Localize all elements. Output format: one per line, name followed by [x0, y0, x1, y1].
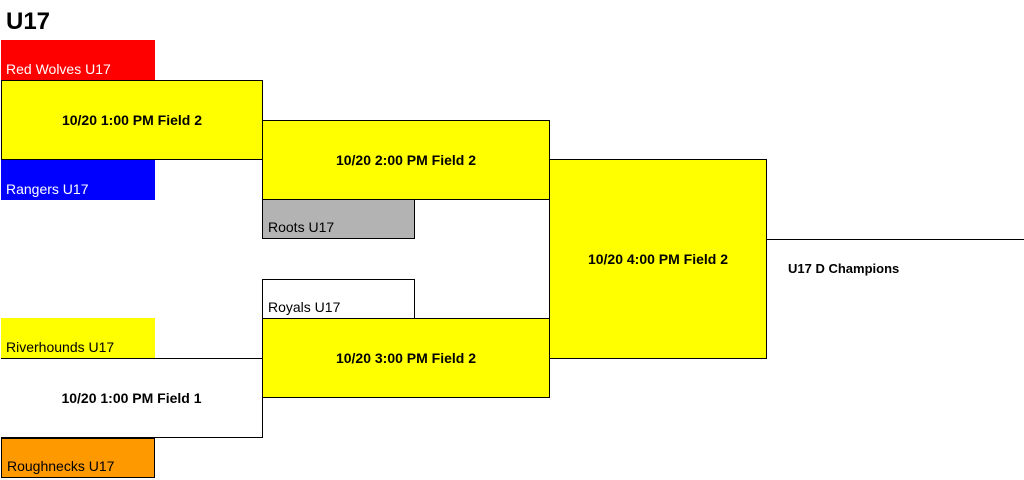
team-roughnecks: Roughnecks U17 [1, 438, 155, 478]
team-red-wolves: Red Wolves U17 [1, 40, 155, 80]
team-roots: Roots U17 [262, 199, 415, 239]
game-r1-g1[interactable]: 10/20 1:00 PM Field 2 [1, 80, 263, 160]
champion-label: U17 D Champions [788, 261, 900, 276]
team-royals: Royals U17 [262, 279, 415, 319]
team-riverhounds: Riverhounds U17 [1, 318, 155, 358]
game-final[interactable]: 10/20 4:00 PM Field 2 [549, 159, 767, 359]
game-r1-g2[interactable]: 10/20 1:00 PM Field 1 [1, 358, 263, 438]
game-r2-g1[interactable]: 10/20 2:00 PM Field 2 [262, 120, 550, 200]
champion-line [767, 239, 1024, 240]
bracket-title: U17 [6, 8, 51, 35]
team-rangers: Rangers U17 [1, 160, 155, 200]
game-r2-g2[interactable]: 10/20 3:00 PM Field 2 [262, 318, 550, 398]
